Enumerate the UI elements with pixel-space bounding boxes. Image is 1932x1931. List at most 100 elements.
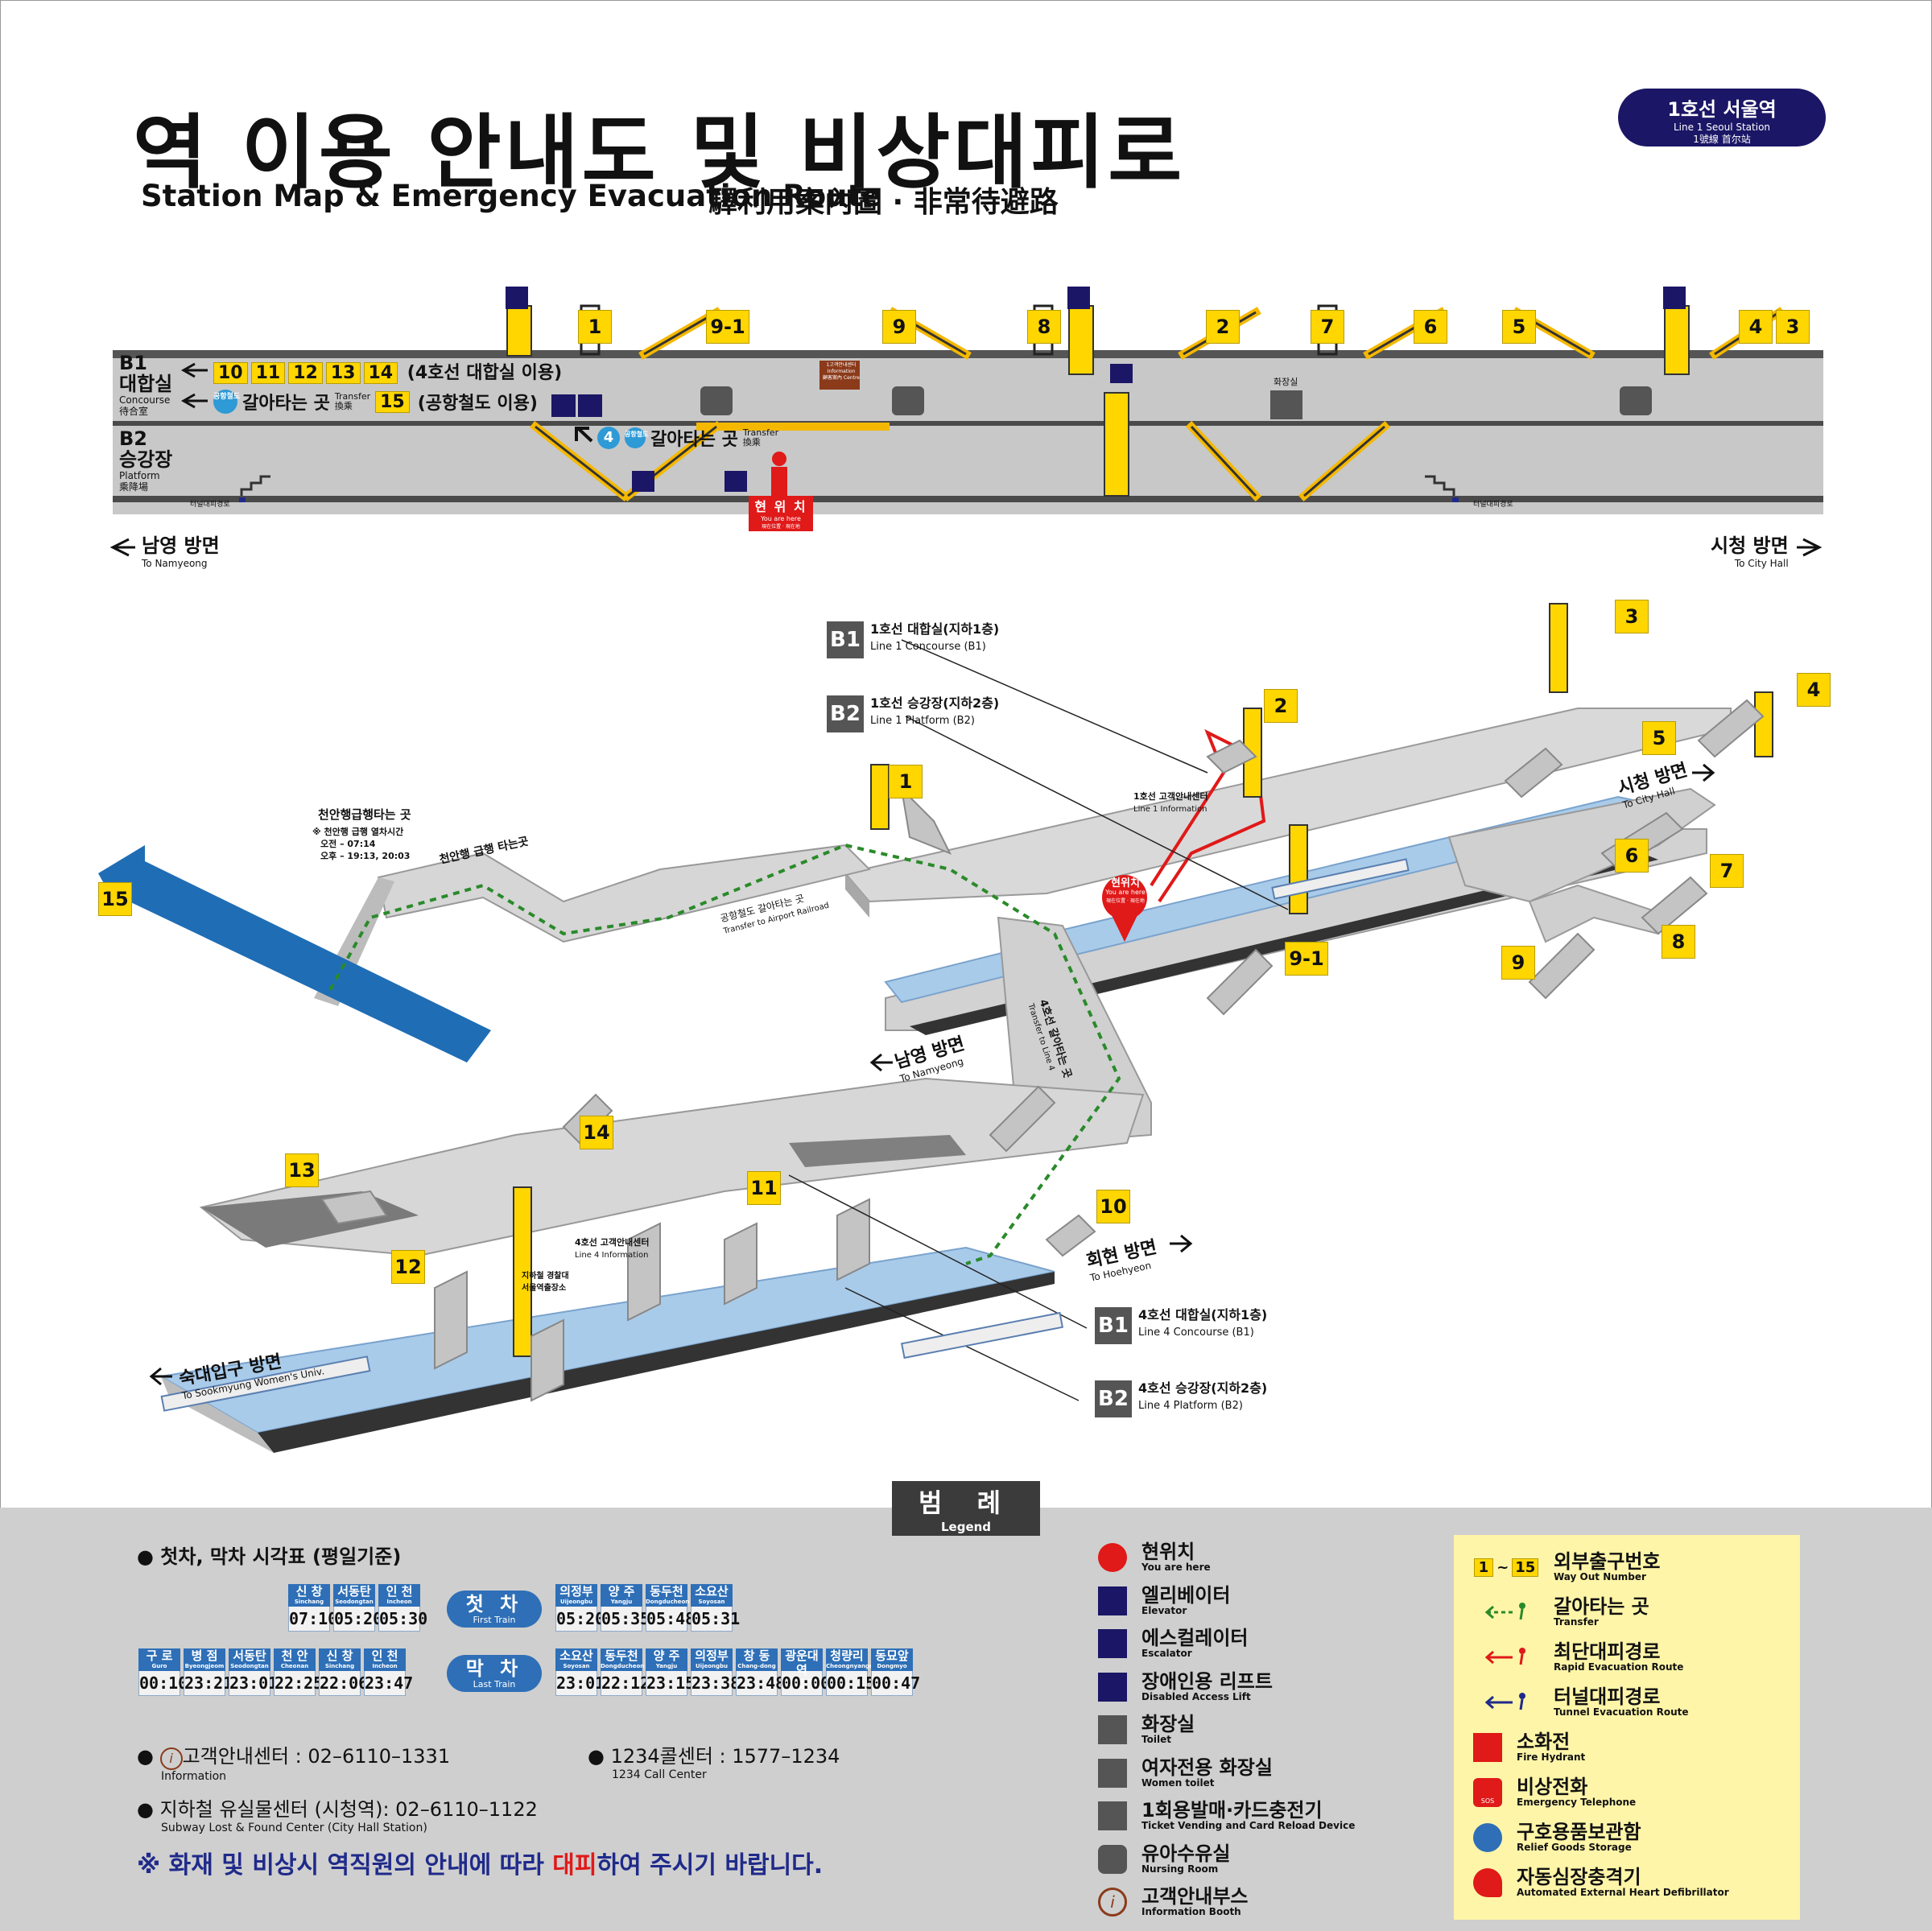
call-center-contact: ● 1234콜센터 : 1577–1234 1234 Call Center (588, 1745, 840, 1781)
legend-item-ko: 여자전용 화장실 (1141, 1756, 1273, 1779)
line4-b2-code: B2 (1095, 1380, 1132, 1417)
transfer-icon (1473, 1598, 1539, 1627)
page-title-en: Station Map & Emergency Evacuation Route (141, 179, 882, 213)
schedule-station-roman: Seodongtan (230, 1663, 269, 1669)
legend-item-ko: 비상전화 (1517, 1776, 1588, 1798)
legend-item-en: You are here (1141, 1562, 1211, 1573)
defibrillator-icon (1473, 1868, 1502, 1897)
schedule-station-roman: Cheonan (280, 1663, 309, 1669)
exit-box-11: 11 (250, 362, 286, 384)
schedule-time: 05:48 (646, 1607, 695, 1632)
line1-b2-tag: B2 1호선 승강장(지하2층)Line 1 Platform (B2) (827, 695, 999, 732)
legend-item-ko: 엘리베이터 (1141, 1583, 1231, 1607)
b2-level-label: B2 승강장 Platform 乘降場 (119, 428, 172, 493)
schedule-time: 00:15 (826, 1671, 875, 1696)
tunnel-evacuation-icon (1473, 1688, 1539, 1717)
exit-box-14: 14 (363, 362, 398, 384)
ticket-machine-icon (1098, 1801, 1127, 1830)
map-exit-15: 15 (98, 882, 132, 916)
schedule-time: 23:01 (555, 1671, 605, 1696)
schedule-station-name: 신 창 (326, 1648, 353, 1663)
schedule-station-roman: Soyosan (698, 1599, 725, 1605)
call-center-text: 1234콜센터 : 1577–1234 (610, 1745, 840, 1768)
call-center-en: 1234 Call Center (612, 1768, 707, 1781)
schedule-station-name: 인 천 (371, 1648, 398, 1663)
legend-title-ko: 범 례 (918, 1487, 1014, 1518)
relief-goods-icon (1473, 1823, 1502, 1852)
airport-note-text: (공항철도 이용) (417, 394, 538, 414)
schedule-time: 23:38 (691, 1671, 740, 1696)
schedule-station-name: 동두천 (605, 1648, 638, 1663)
schedule-station-roman: Seodongtan (335, 1599, 374, 1605)
dir-left-en: To Namyeong (142, 558, 208, 569)
legend-exit-tilde: ~ (1496, 1558, 1509, 1576)
line4-b2-tag: B2 4호선 승강장(지하2층)Line 4 Platform (B2) (1095, 1380, 1267, 1417)
last-train-ko: 막 차 (465, 1657, 523, 1680)
top-exit-5: 5 (1502, 310, 1536, 344)
line4-note-text: (4호선 대합실 이용) (407, 363, 563, 383)
schedule-station: 광운대역Gwangwoon Univ. (781, 1648, 823, 1690)
tunnel-route-left: 터널대피경로 (190, 501, 230, 509)
cheonan-title: 천안행급행타는 곳 (318, 807, 411, 822)
exit-box-10: 10 (213, 362, 248, 384)
schedule-station-name: 병 점 (191, 1648, 218, 1663)
toilet-icon (1098, 1715, 1127, 1744)
map-exit-2: 2 (1264, 689, 1298, 723)
lost-found-contact: ● 지하철 유실물센터 (시청역): 02–6110–1122 Subway L… (137, 1798, 538, 1834)
dir-cityhall-top: 시청 방면 To City Hall (1711, 530, 1789, 569)
top-exit-8: 8 (1027, 310, 1061, 344)
page-title: 역 이용 안내도 및 비상대피로 (133, 105, 1186, 200)
info1-label: 1호선 고객안내센터 Line 1 Information (1133, 790, 1208, 815)
map-exit-1: 1 (889, 765, 923, 798)
b1-level-label: B1 대합실 Concourse 待合室 (119, 353, 172, 417)
legend-item-ko: 외부출구번호 (1554, 1550, 1661, 1573)
legend-item-en: Toilet (1141, 1734, 1171, 1745)
schedule-station-roman: Yangju (610, 1599, 633, 1605)
line1-b1-tag: B1 1호선 대합실(지하1층)Line 1 Concourse (B1) (827, 621, 999, 658)
legend-item-ko: 최단대피경로 (1554, 1640, 1661, 1663)
notice-part-c: 하여 주시기 바랍니다. (597, 1851, 824, 1879)
line1-b1-en: Line 1 Concourse (B1) (870, 641, 986, 653)
emergency-phone-icon: SOS (1473, 1778, 1502, 1807)
schedule-station-name: 서동탄 (233, 1648, 266, 1663)
map-exit-9-1: 9-1 (1285, 942, 1328, 976)
notice-part-a: ※ 화재 및 비상시 역직원의 안내에 따라 (137, 1851, 553, 1879)
b1-name-en: Concourse (119, 394, 171, 406)
elevator-icon (1098, 1586, 1127, 1615)
legend-item-ko: 구호용품보관함 (1517, 1821, 1641, 1843)
legend-item-en: Way Out Number (1554, 1571, 1646, 1582)
schedule-station-roman: Incheon (386, 1599, 412, 1605)
b1-name: 대합실 (119, 373, 173, 395)
schedule-station-roman: Cheongnyangni (826, 1663, 876, 1669)
schedule-station-name: 천 안 (281, 1648, 308, 1663)
schedule-time: 23:47 (364, 1671, 413, 1696)
schedule-time: 05:30 (378, 1607, 427, 1632)
schedule-time: 05:20 (333, 1607, 382, 1632)
line4-b1-ko: 4호선 대합실(지하1층) (1138, 1307, 1268, 1322)
map-exit-12: 12 (391, 1250, 425, 1284)
schedule-time: 23:48 (736, 1671, 785, 1696)
line4-b1-code: B1 (1095, 1307, 1132, 1344)
line4-b1-en: Line 4 Concourse (B1) (1138, 1327, 1254, 1339)
top-exit-9-1: 9-1 (706, 310, 749, 344)
